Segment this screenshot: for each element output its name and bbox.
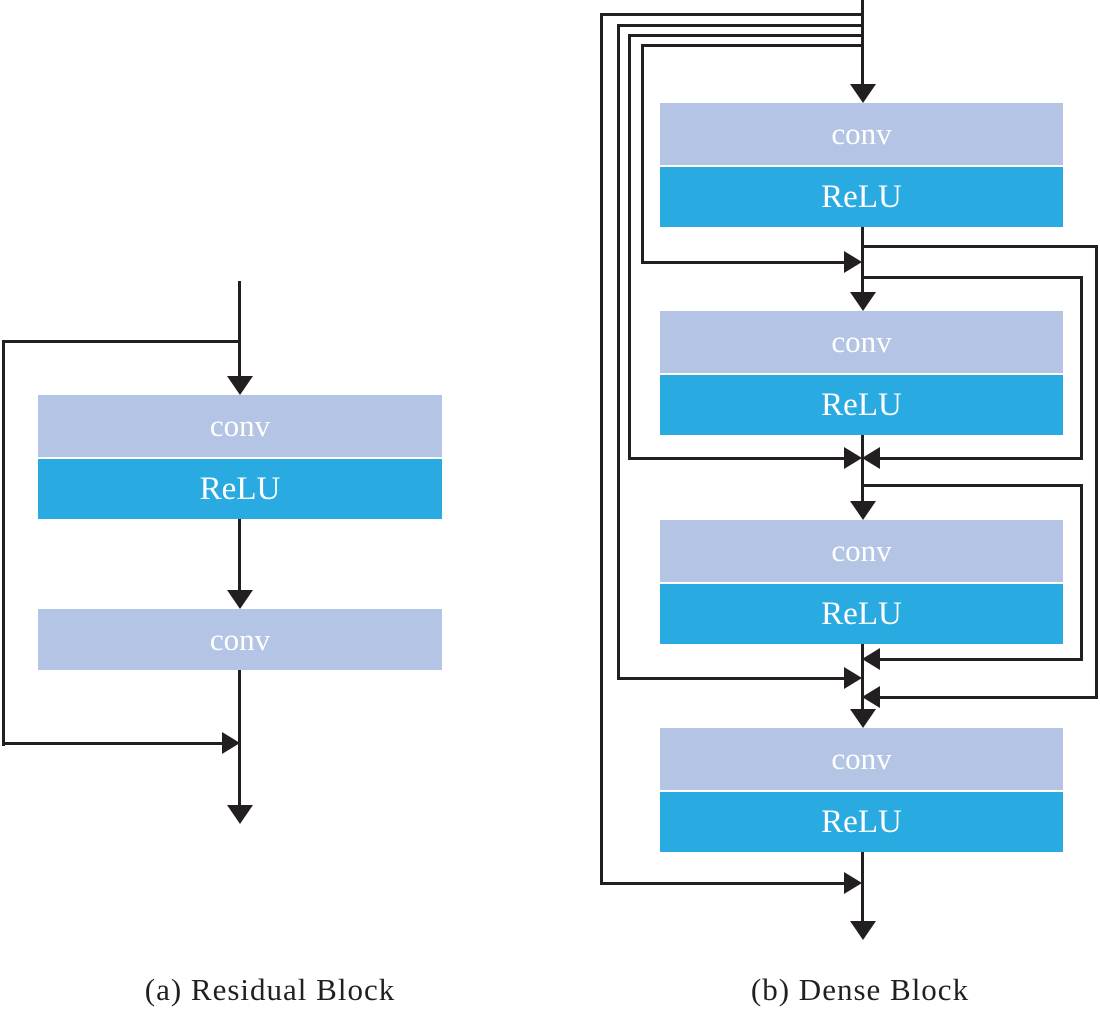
conv-label: conv (209, 621, 271, 657)
input-skip4-merge-line (641, 261, 846, 264)
dense-skip3-right-line (1080, 484, 1083, 661)
input-skip2-branch-line (617, 24, 864, 27)
relu-label: ReLU (821, 595, 902, 632)
arrow-down-icon (227, 376, 253, 395)
arrow-right-icon (844, 447, 862, 469)
dense-skip3-branch-line (864, 484, 1083, 487)
caption-residual-block: (a) Residual Block (144, 972, 396, 1007)
input-skip3-branch-line (628, 34, 864, 37)
arrow-right-icon (844, 251, 862, 273)
dense-skip2-branch-line (864, 276, 1083, 279)
conv-layer: conv (660, 728, 1063, 790)
conv-label: conv (209, 408, 271, 443)
arrow-down-icon (227, 805, 253, 824)
input-skip1-branch-line (600, 13, 864, 16)
conv-label: conv (831, 116, 892, 151)
dense-skip3-merge-line (880, 658, 1083, 661)
arrow-left-icon (862, 648, 880, 670)
dense-skip1-merge-line (880, 696, 1098, 699)
dense-skip1-right-line (1095, 245, 1098, 699)
conv-label: conv (831, 741, 892, 776)
relu-layer: ReLU (660, 584, 1063, 644)
output-line (238, 670, 241, 806)
connector-line (861, 227, 864, 293)
arrow-down-icon (850, 84, 876, 103)
connector-line (861, 644, 864, 710)
input-skip1-left-line (600, 13, 603, 885)
arrow-down-icon (850, 292, 876, 311)
input-skip3-left-line (628, 34, 631, 460)
dense-skip2-merge-line (880, 457, 1083, 460)
relu-layer: ReLU (660, 167, 1063, 227)
relu-layer: ReLU (38, 459, 442, 519)
conv-layer: conv (660, 311, 1063, 373)
skip-branch-line (2, 340, 241, 343)
connector-line (861, 435, 864, 501)
arrow-down-icon (850, 501, 876, 520)
input-line (238, 281, 241, 378)
conv-layer: conv (38, 609, 442, 670)
arrow-down-icon (850, 921, 876, 940)
input-skip4-branch-line (641, 44, 864, 47)
output-line (861, 852, 864, 922)
relu-layer: ReLU (660, 375, 1063, 435)
conv-layer: conv (38, 395, 442, 457)
relu-label: ReLU (821, 178, 902, 215)
caption-dense-block: (b) Dense Block (750, 972, 970, 1007)
arrow-down-icon (227, 590, 253, 609)
input-skip3-merge-line (628, 457, 846, 460)
arrow-right-icon (222, 732, 240, 754)
skip-merge-line (2, 742, 225, 745)
arrow-right-icon (844, 872, 862, 894)
conv-label: conv (831, 533, 892, 568)
skip-left-line (2, 340, 5, 746)
arrow-down-icon (850, 709, 876, 728)
input-line (861, 0, 864, 86)
arrow-left-icon (862, 686, 880, 708)
input-skip1-merge-line (600, 882, 846, 885)
arrow-left-icon (862, 447, 880, 469)
relu-label: ReLU (199, 470, 281, 507)
conv-label: conv (831, 324, 892, 359)
relu-layer: ReLU (660, 792, 1063, 852)
relu-label: ReLU (821, 803, 902, 840)
input-skip4-left-line (641, 44, 644, 264)
input-skip2-left-line (617, 24, 620, 680)
arrow-right-icon (844, 667, 862, 689)
dense-skip1-branch-line (864, 245, 1098, 248)
conv-layer: conv (660, 520, 1063, 582)
conv-layer: conv (660, 103, 1063, 165)
dense-skip2-right-line (1080, 276, 1083, 460)
relu-label: ReLU (821, 386, 902, 423)
input-skip2-merge-line (617, 677, 846, 680)
connector-line (238, 519, 241, 591)
